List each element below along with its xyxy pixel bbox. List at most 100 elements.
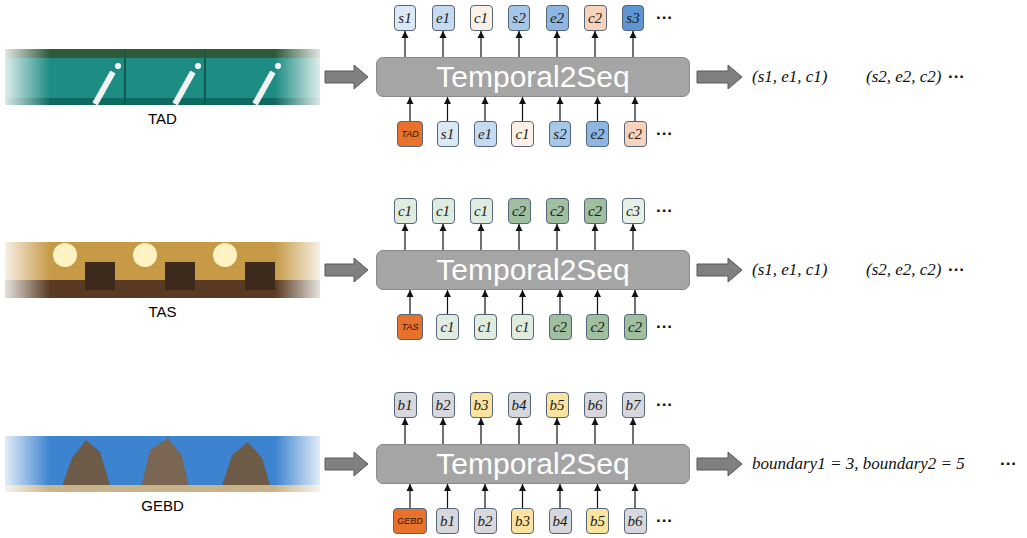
input-token: b3 [511, 508, 534, 534]
token-arrow [597, 290, 598, 314]
token-arrow [442, 224, 443, 250]
input-token: c1 [436, 314, 459, 340]
ellipsis: ··· [656, 201, 673, 221]
frame-ground [5, 49, 320, 105]
token-label: c1 [515, 319, 529, 336]
token-label: GEBD [397, 516, 423, 526]
output-token: b3 [470, 392, 493, 418]
input-arrow [325, 258, 368, 282]
token-label: c2 [628, 319, 642, 336]
token-arrow [404, 31, 405, 57]
output-token: c3 [622, 198, 645, 224]
ellipsis: ··· [948, 260, 965, 280]
ball [115, 63, 121, 69]
input-token: b6 [624, 508, 647, 534]
input-token: c2 [586, 314, 609, 340]
input-token: e1 [474, 121, 497, 147]
model-box: Temporal2Seq [376, 57, 690, 97]
output-token: c1 [470, 198, 493, 224]
task-name: GEBD [141, 497, 184, 514]
token-label: b6 [588, 397, 603, 414]
token-arrow [632, 31, 633, 57]
token-label: b1 [440, 513, 455, 530]
token-label: b5 [590, 513, 605, 530]
lamp-glow [213, 243, 237, 267]
output-token: b6 [584, 392, 607, 418]
token-arrow [409, 484, 410, 508]
token-label: b6 [628, 513, 643, 530]
lamp-glow [53, 243, 77, 267]
token-label: c2 [588, 203, 602, 220]
output-tuple: (s2, e2, c2) [866, 260, 942, 280]
token-arrow [634, 97, 635, 121]
token-arrow [480, 224, 481, 250]
model-name: Temporal2Seq [436, 60, 629, 94]
token-arrow [442, 418, 443, 444]
video-frames: TAD [5, 49, 320, 127]
furniture [245, 262, 275, 290]
token-arrow [556, 418, 557, 444]
frame-fade [275, 242, 320, 298]
token-arrow [409, 97, 410, 121]
room-frames [5, 242, 320, 298]
token-arrow [556, 31, 557, 57]
input-token: c2 [624, 121, 647, 147]
output-token: s1 [394, 5, 416, 31]
token-arrow [594, 418, 595, 444]
token-arrow [634, 290, 635, 314]
pool-frames [5, 49, 320, 105]
input-token: e2 [586, 121, 609, 147]
token-label: c2 [553, 319, 567, 336]
token-label: c2 [628, 126, 642, 143]
input-token: c1 [474, 314, 497, 340]
output-tuple: (s1, e1, c1) [752, 260, 828, 280]
output-tuple: boundary1 = 3, boundary2 = 5 [752, 454, 965, 474]
token-arrow [484, 97, 485, 121]
video-frames: TAS [5, 242, 320, 320]
input-token: c1 [511, 314, 534, 340]
output-token: s2 [508, 5, 530, 31]
token-label: c2 [588, 10, 602, 27]
output-tuple: (s2, e2, c2) [866, 67, 942, 87]
input-token: c2 [549, 314, 572, 340]
token-label: b2 [436, 397, 451, 414]
input-token: TAS [397, 314, 423, 340]
cue-stick [95, 72, 113, 104]
token-arrow [447, 484, 448, 508]
output-token: b2 [432, 392, 455, 418]
frame-fade [275, 436, 320, 492]
ellipsis: ··· [948, 67, 965, 87]
model-name: Temporal2Seq [436, 447, 629, 481]
token-arrow [632, 224, 633, 250]
output-token: c2 [584, 5, 607, 31]
token-label: c1 [515, 126, 529, 143]
furniture [85, 262, 115, 290]
token-label: s3 [626, 10, 639, 27]
token-arrow [594, 31, 595, 57]
token-label: c1 [474, 203, 488, 220]
token-arrow [480, 418, 481, 444]
input-token: c2 [624, 314, 647, 340]
output-token: c2 [508, 198, 531, 224]
ellipsis: ··· [656, 317, 673, 337]
token-arrow [404, 418, 405, 444]
ground [5, 485, 320, 492]
token-label: c1 [436, 203, 450, 220]
token-label: c1 [398, 203, 412, 220]
output-token: c1 [432, 198, 455, 224]
rock [220, 442, 272, 492]
token-label: e1 [436, 10, 450, 27]
rock [60, 440, 112, 492]
input-arrow [325, 65, 368, 89]
ellipsis: ··· [1000, 454, 1017, 474]
output-token: c1 [470, 5, 493, 31]
output-tuple: (s1, e1, c1) [752, 67, 828, 87]
frame-divider [124, 49, 126, 105]
token-label: c1 [440, 319, 454, 336]
token-label: c2 [590, 319, 604, 336]
token-arrow [518, 224, 519, 250]
input-token: b1 [436, 508, 459, 534]
token-label: s2 [553, 126, 566, 143]
sky [5, 436, 320, 492]
